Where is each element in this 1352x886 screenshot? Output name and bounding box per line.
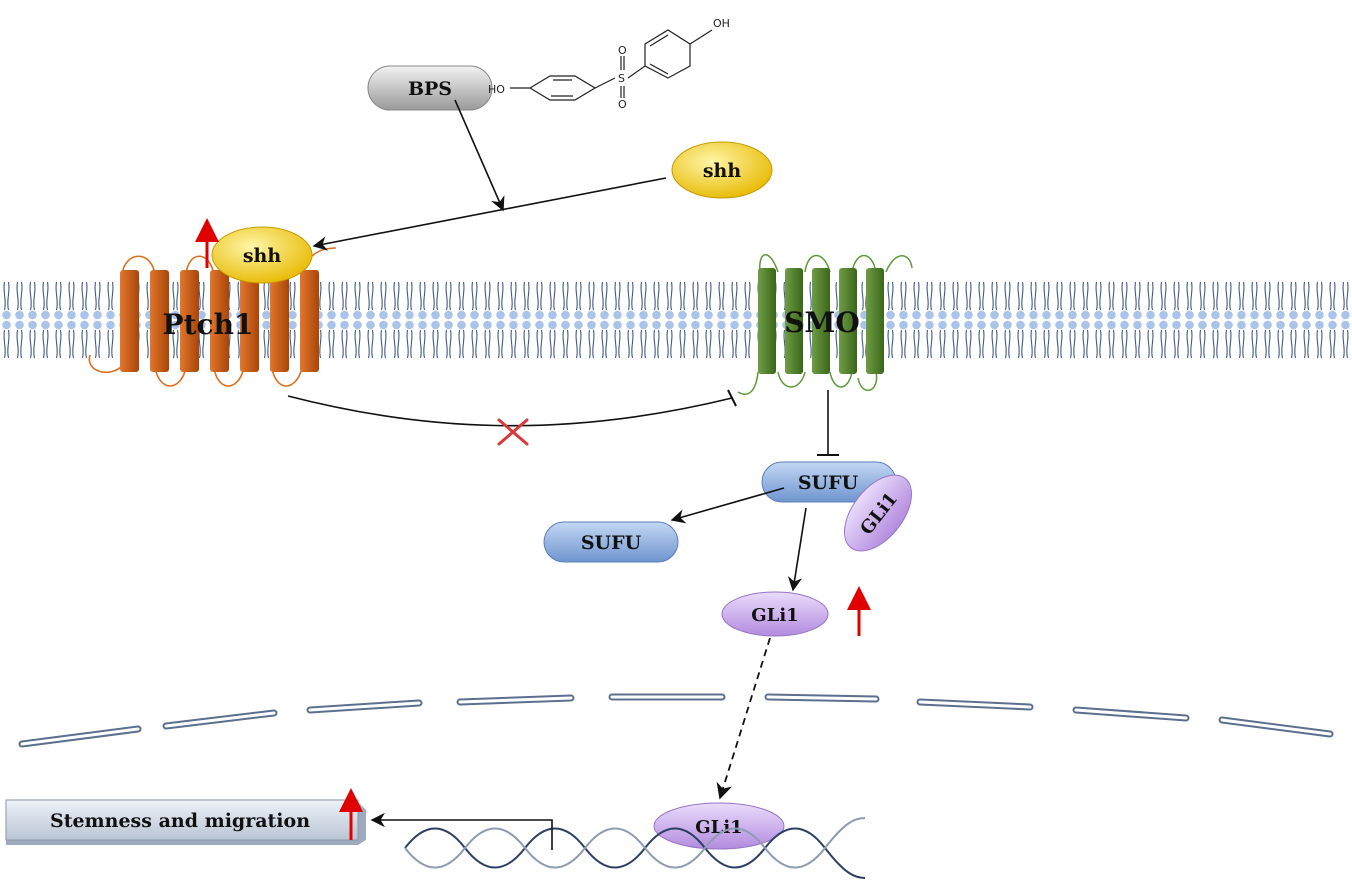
chem-ho: HO (488, 83, 505, 96)
bps-arrow (454, 99, 505, 212)
bps-chemical-structure (510, 29, 713, 101)
gli1-cyto-label: GLi1 (751, 605, 798, 626)
outcome-box: Stemness and migration (5, 799, 366, 845)
inhibition-bar-smo (727, 389, 737, 407)
chem-s: S (618, 72, 625, 85)
chem-o-bottom: O (618, 98, 627, 111)
dna-helix (404, 817, 866, 879)
dna-to-outcome-arrow (370, 812, 553, 850)
ptch1-receptor: Ptch1 (88, 247, 337, 387)
sufu-gli1-complex: SUFU GLi1 (761, 461, 912, 552)
shh-bound-label: shh (243, 245, 282, 267)
shh-free-label: shh (703, 160, 742, 182)
block-x-mark (497, 418, 529, 446)
sufu-complex-label: SUFU (798, 472, 859, 494)
outcome-label: Stemness and migration (50, 810, 310, 832)
shh-free-ligand: shh (671, 141, 773, 199)
bps-compound: BPS (367, 65, 493, 111)
ptch1-label: Ptch1 (163, 308, 254, 341)
sufu-free: SUFU (543, 521, 679, 563)
chem-o-top: O (618, 44, 627, 57)
sufu-free-label: SUFU (581, 532, 642, 554)
sufu-release-arrow (670, 487, 785, 524)
shh-to-ptch1-arrow (312, 177, 667, 251)
gli1-nucleus-label: GLi1 (695, 817, 742, 838)
gli1-translocation-arrow (716, 637, 771, 800)
gli1-release-arrow (787, 507, 807, 592)
chem-oh: OH (713, 17, 730, 30)
gli1-nucleus: GLi1 (653, 802, 785, 850)
gli1-cytoplasm: GLi1 (721, 591, 829, 637)
smo-receptor: SMO (737, 254, 913, 395)
ptch1-inhibits-smo-line (287, 395, 733, 427)
bps-label: BPS (408, 78, 452, 100)
smo-label: SMO (784, 306, 860, 339)
shh-bound-ligand: shh (211, 226, 313, 284)
